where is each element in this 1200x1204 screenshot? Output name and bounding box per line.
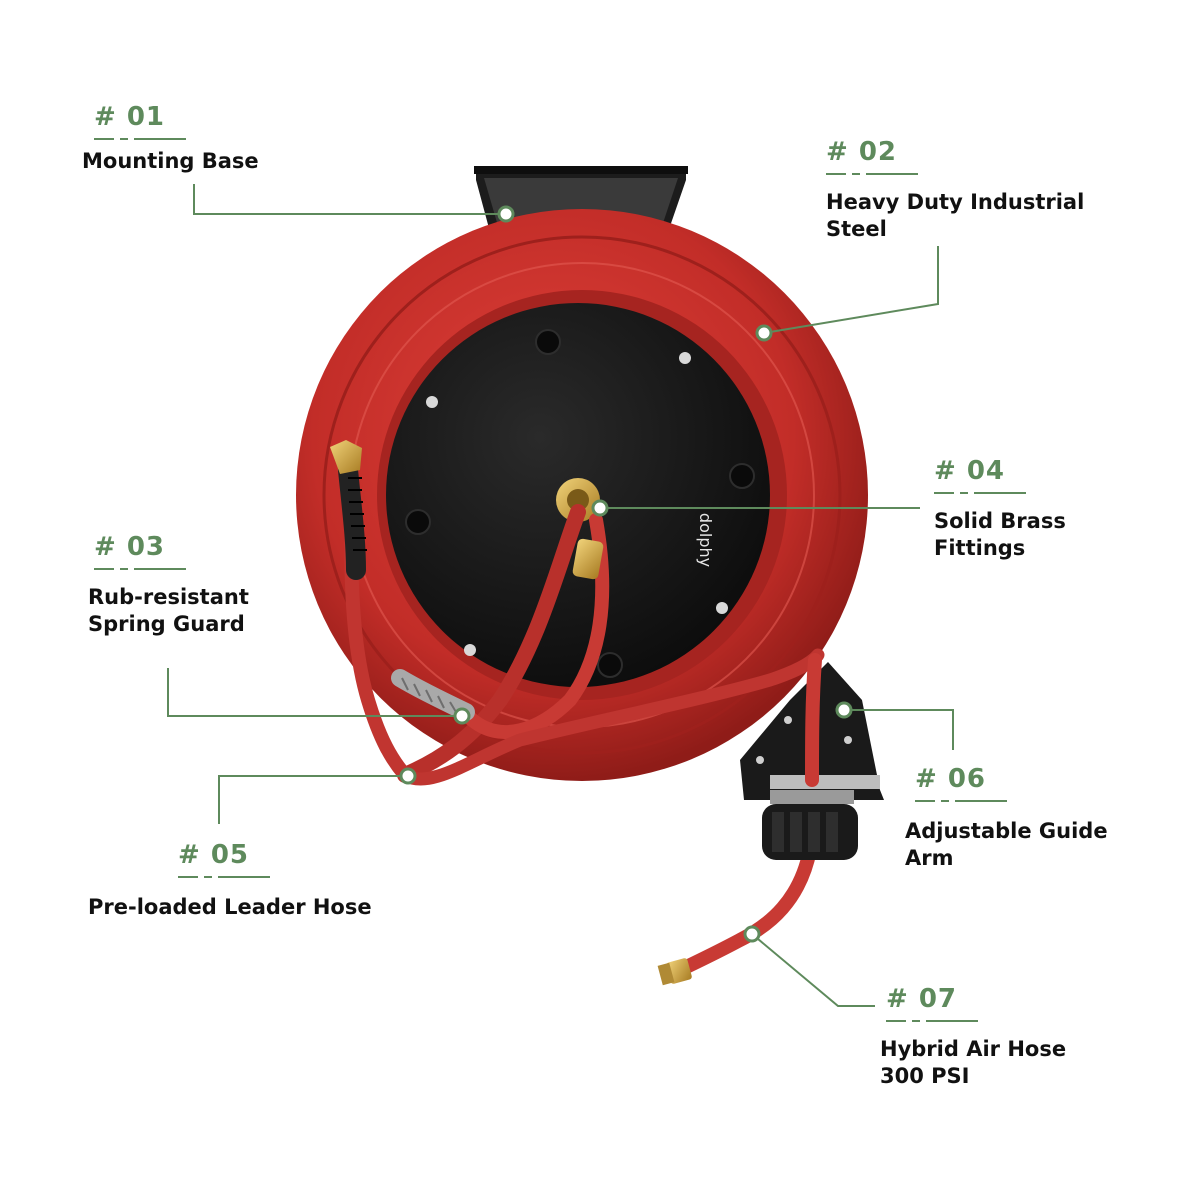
callout-06: # 06 Adjustable Guide Arm [905,764,1108,872]
marker-06 [835,701,853,719]
callout-01: # 01 Mounting Base [82,102,259,175]
callout-04: # 04 Solid Brass Fittings [934,456,1066,562]
callout-number: # 07 [886,984,958,1014]
center-brass-fitting [556,478,600,522]
leader-line-01 [193,184,506,215]
callout-divider [826,173,1084,175]
callout-label: Solid Brass Fittings [934,509,1066,560]
outlet-brass-fitting [657,958,692,986]
callout-markers [399,205,853,943]
leader-line-02 [763,246,939,334]
svg-text:dolphy: dolphy [696,513,715,567]
marker-03 [453,707,471,725]
callout-number: # 06 [915,764,987,794]
marker-01 [497,205,515,223]
leader-line-07 [751,933,875,1007]
callout-label: Pre-loaded Leader Hose [88,895,372,919]
callout-label: Mounting Base [82,149,259,173]
callout-number: # 03 [94,532,166,562]
leader-line-06 [844,709,954,750]
brass-elbow [572,538,604,580]
marker-04 [591,499,609,517]
marker-07 [743,925,761,943]
marker-05 [399,767,417,785]
callout-divider [94,568,249,570]
callout-label: Rub-resistant Spring Guard [88,585,249,636]
callout-07: # 07 Hybrid Air Hose 300 PSI [880,984,1066,1090]
guide-arm-roller [762,790,858,860]
callout-label: Heavy Duty Industrial Steel [826,190,1085,241]
callout-divider [915,800,1108,802]
callout-divider [94,138,259,140]
callout-number: # 05 [178,840,250,870]
callout-divider [886,1020,1066,1022]
callout-divider [178,876,372,878]
callout-number: # 02 [826,137,898,167]
callout-divider [934,492,1066,494]
callout-03: # 03 Rub-resistant Spring Guard [88,532,249,638]
spring-guard [330,440,367,580]
marker-02 [755,324,773,342]
leader-line-05 [218,775,408,824]
callout-label: Adjustable Guide Arm [905,819,1108,870]
leader-line-03 [167,668,462,717]
leader-lines [167,184,954,1007]
callout-02: # 02 Heavy Duty Industrial Steel [826,137,1084,243]
callout-label: Hybrid Air Hose 300 PSI [880,1037,1067,1088]
callout-number: # 04 [934,456,1006,486]
callout-number: # 01 [94,102,166,132]
callout-05: # 05 Pre-loaded Leader Hose [88,840,372,921]
